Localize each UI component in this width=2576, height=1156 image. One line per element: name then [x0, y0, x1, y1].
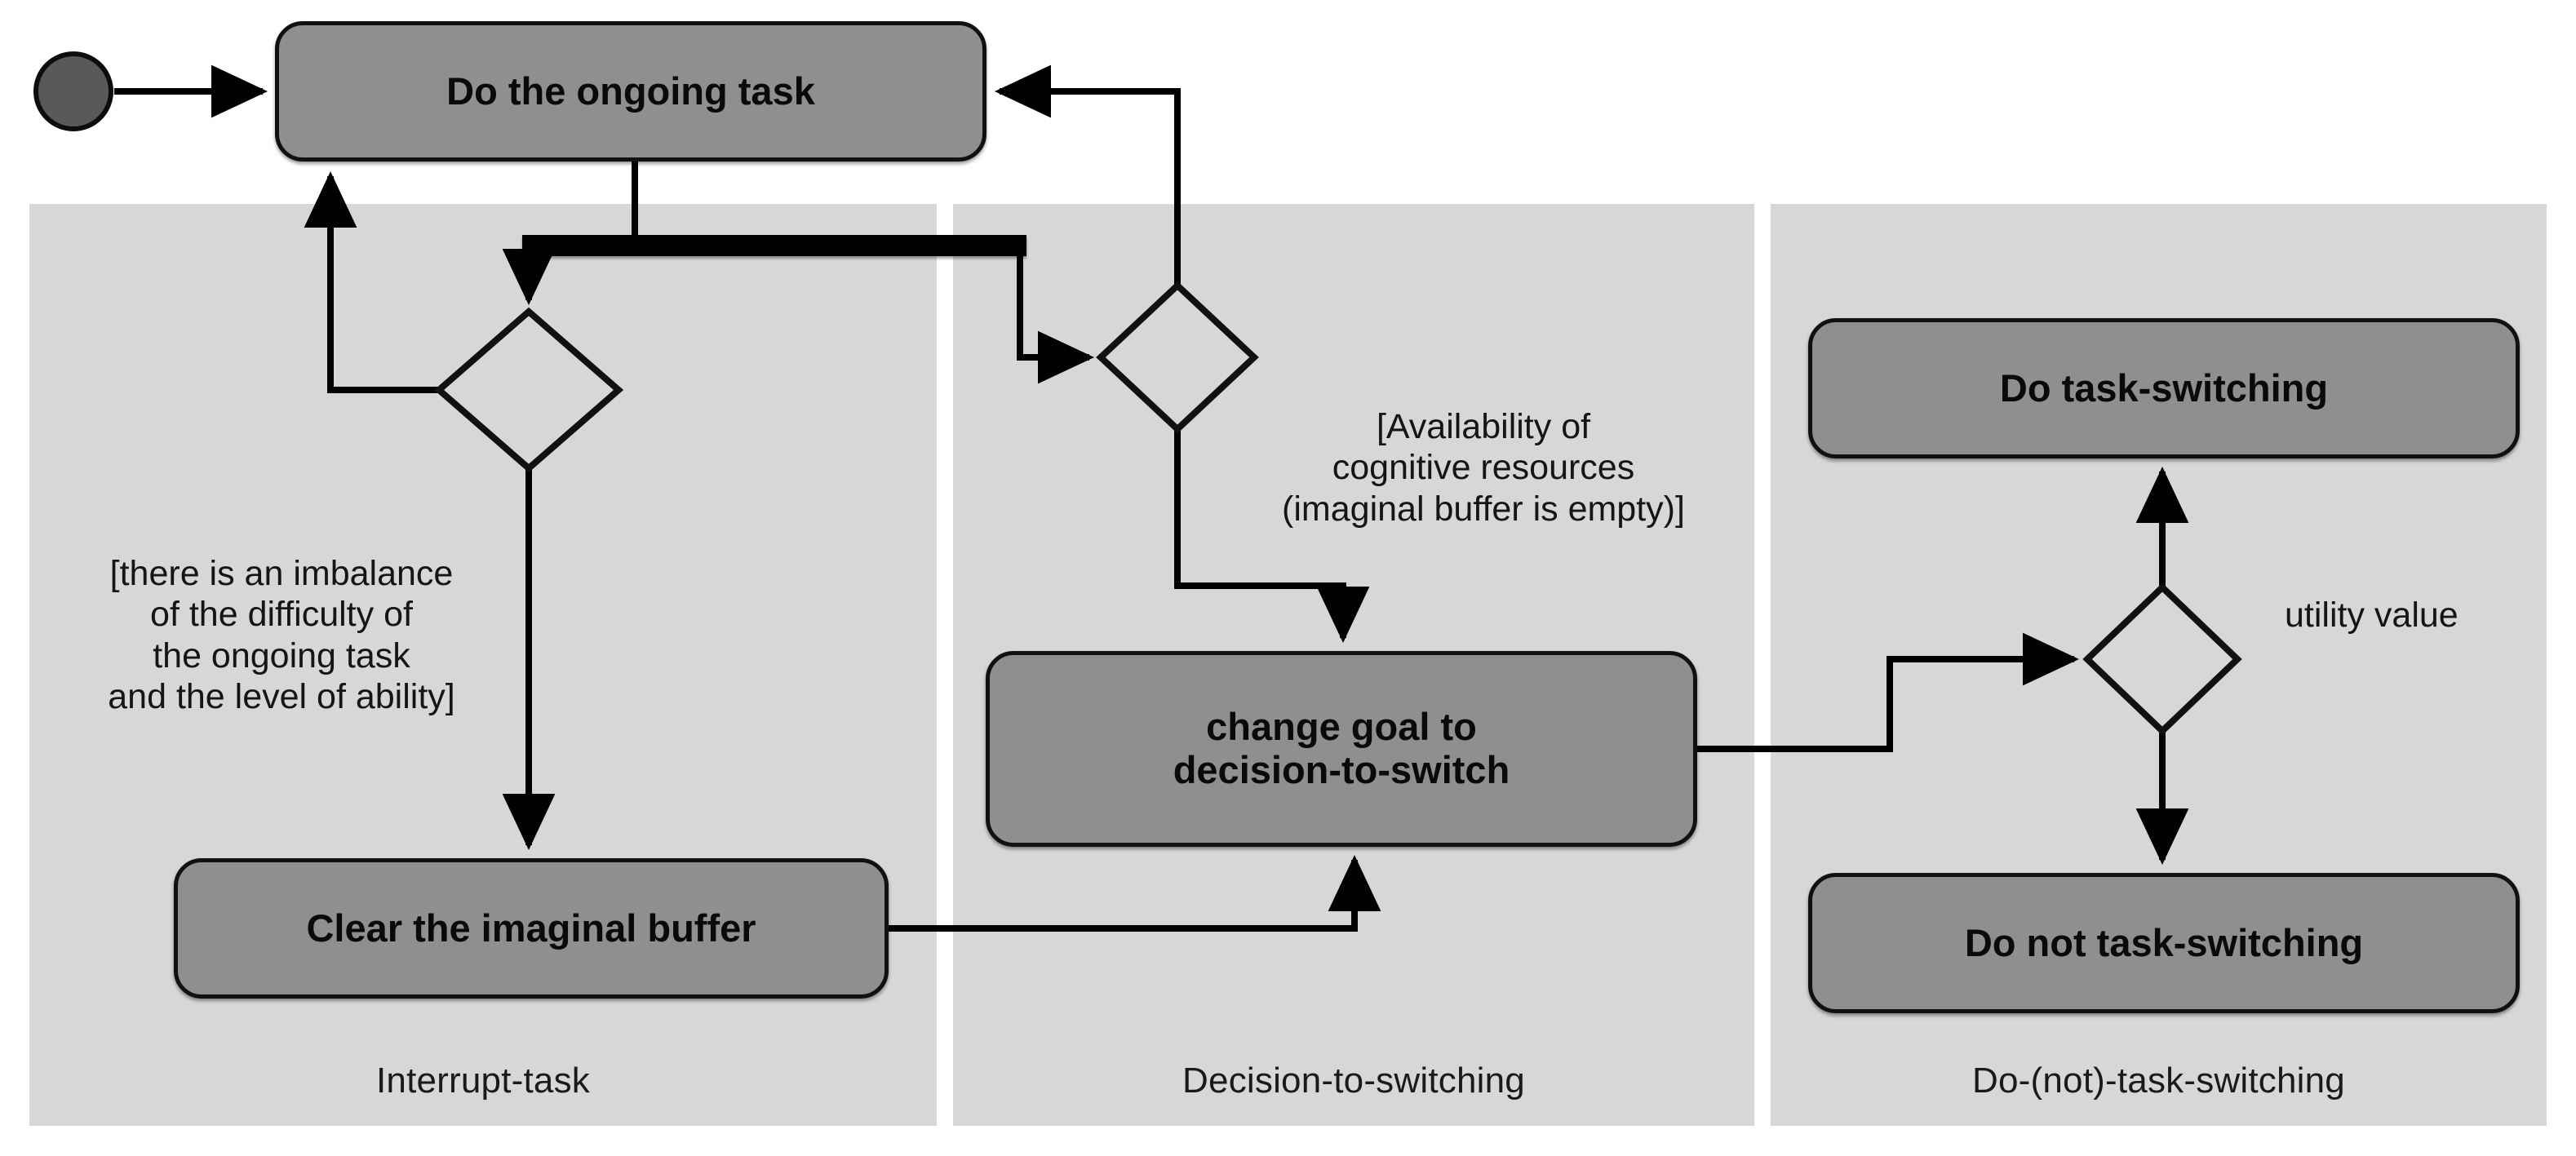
action-label-do-task-switching: Do task-switching	[1999, 365, 2329, 410]
guard-label-cognitive-resources: [Availability of cognitive resources (im…	[1282, 407, 1685, 529]
action-label-do-not-task-switching: Do not task-switching	[1964, 920, 2364, 964]
partition-label-do-not-task-switching: Do-(not)-task-switching	[1972, 1061, 2345, 1101]
action-label-clear-the-imaginal-buffer: Clear the imaginal buffer	[306, 906, 756, 950]
action-label-change-goal-to-decision-to-switch: change goal to decision-to-switch	[1173, 705, 1510, 791]
edge-label-utility-value: utility value	[2285, 596, 2459, 635]
action-label-do-the-ongoing-task: Do the ongoing task	[446, 69, 815, 113]
action-clear-the-imaginal-buffer[interactable]: Clear the imaginal buffer	[174, 858, 889, 999]
action-do-the-ongoing-task[interactable]: Do the ongoing task	[275, 21, 987, 162]
action-do-not-task-switching[interactable]: Do not task-switching	[1808, 873, 2520, 1013]
partition-label-decision-to-switching: Decision-to-switching	[1182, 1061, 1525, 1101]
initial-node	[33, 51, 113, 131]
guard-label-imbalance: [there is an imbalance of the difficulty…	[108, 554, 455, 716]
fork-bar	[522, 235, 1026, 256]
action-change-goal-to-decision-to-switch[interactable]: change goal to decision-to-switch	[986, 651, 1697, 847]
partition-label-interrupt-task: Interrupt-task	[375, 1061, 590, 1101]
action-do-task-switching[interactable]: Do task-switching	[1808, 318, 2520, 458]
